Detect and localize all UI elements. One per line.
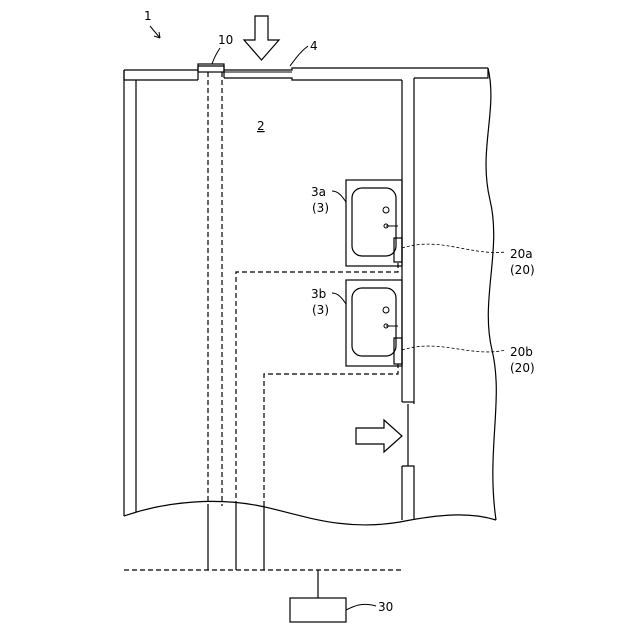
label-detector-a-id: 20a <box>510 247 533 261</box>
controller-box <box>290 598 346 622</box>
label-detector-b-id: 20b <box>510 345 533 359</box>
detector-a-leader <box>402 244 506 252</box>
exit-arrow <box>356 420 402 452</box>
label-sink-b-id: 3b <box>311 287 326 301</box>
sink-b-leader <box>332 293 346 304</box>
controller-leader <box>346 604 376 610</box>
label-building: 1 <box>144 9 152 23</box>
label-detector-a-group: (20) <box>510 263 535 277</box>
label-room: 2 <box>257 119 265 133</box>
label-detector-b-group: (20) <box>510 361 535 375</box>
entrance-leader <box>290 46 308 66</box>
break-line-bottom <box>124 501 496 525</box>
break-line-right <box>486 68 496 520</box>
wiring-solid <box>208 506 264 570</box>
top-wall <box>124 66 488 80</box>
detector-b-leader <box>402 346 506 352</box>
right-wall <box>402 78 414 520</box>
sink-a-leader <box>332 191 346 202</box>
top-sensor-box <box>198 64 224 72</box>
label-sensor-top: 10 <box>218 33 233 47</box>
label-sink-b-group: (3) <box>312 303 329 317</box>
entry-arrow <box>244 16 279 60</box>
sensor-top-leader <box>212 48 220 64</box>
label-controller: 30 <box>378 600 393 614</box>
wiring-dashed <box>208 72 398 506</box>
label-sink-a-group: (3) <box>312 201 329 215</box>
label-entrance: 4 <box>310 39 318 53</box>
building-pointer-arrow <box>150 26 160 38</box>
left-wall <box>124 70 136 516</box>
label-sink-a-id: 3a <box>311 185 326 199</box>
